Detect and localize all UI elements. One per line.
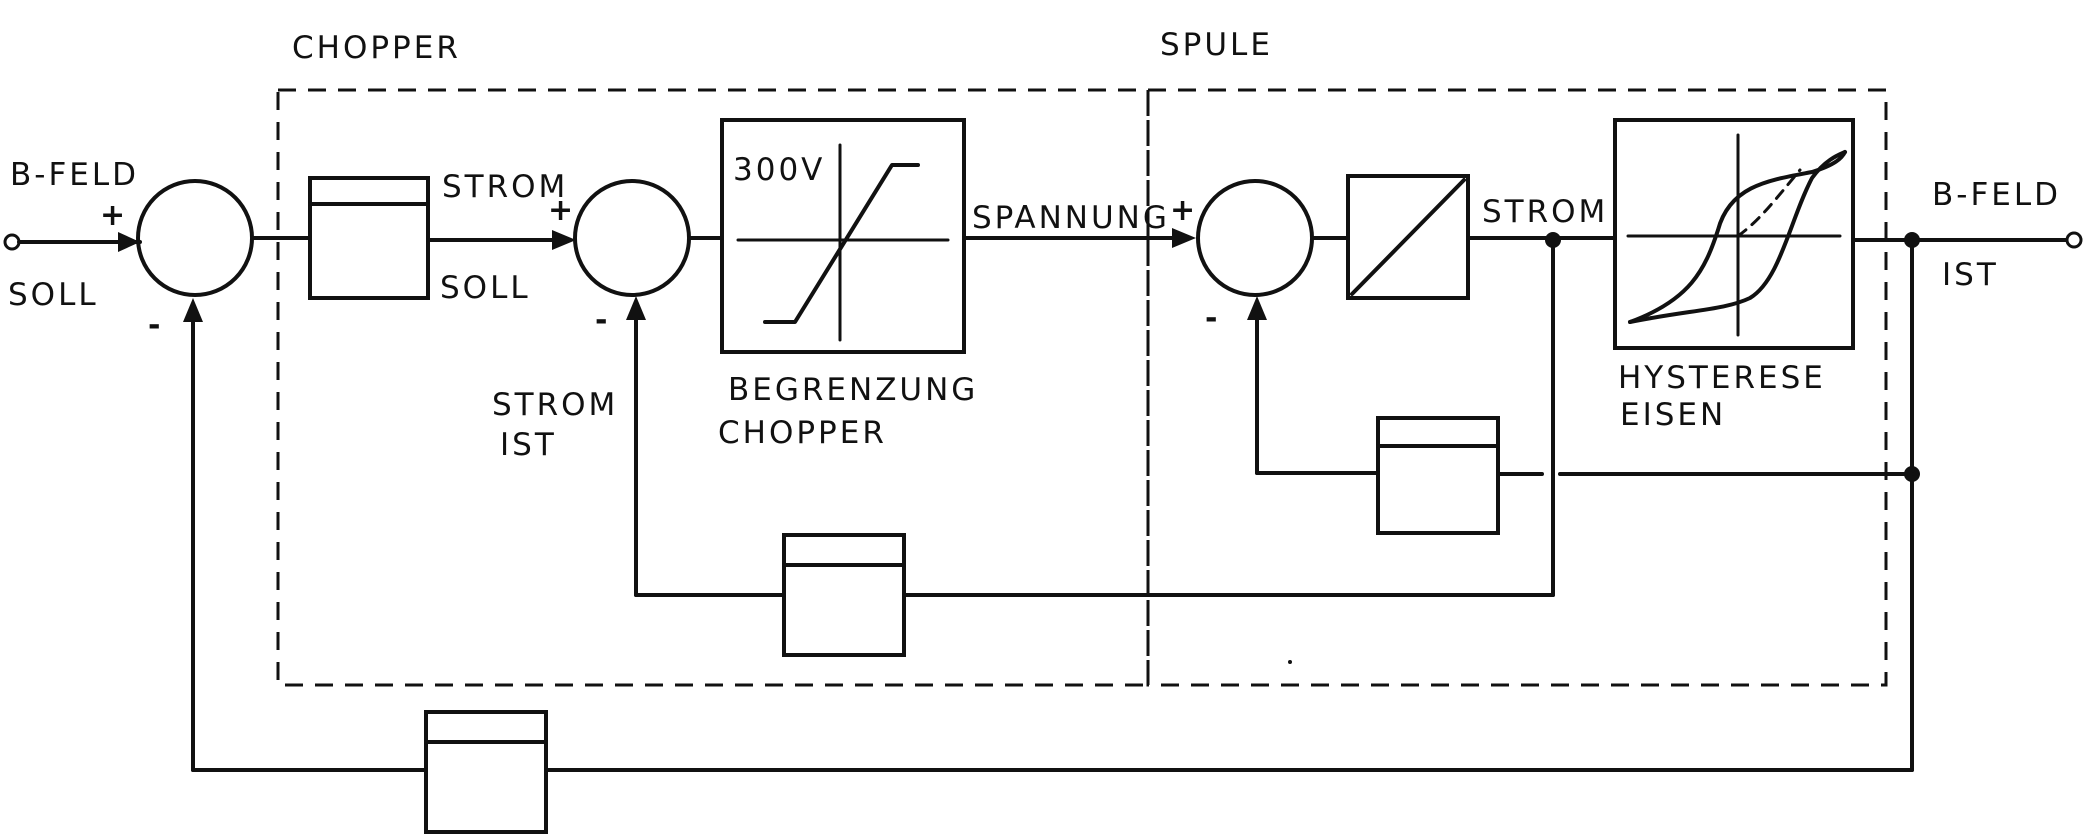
coil-feedback-arrow — [1247, 296, 1267, 320]
hysteresis-loop-lower — [1628, 150, 1847, 324]
spule-title: SPULE — [1160, 27, 1273, 63]
current-setpoint-label: STROM — [442, 169, 568, 205]
coil-feedback-block — [1376, 416, 1500, 535]
field-controller-block — [308, 176, 430, 300]
limiter-caption-1: BEGRENZUNG — [728, 372, 978, 408]
b-field-actual-sub: IST — [1942, 257, 1999, 293]
arrow-sum2 — [552, 230, 576, 250]
output-terminal — [2065, 231, 2083, 249]
chopper-title: CHOPPER — [292, 30, 461, 66]
current-feedback-arrow — [626, 296, 646, 320]
summing-junction-b-field — [136, 179, 254, 297]
b-field-actual-label: B-FELD — [1932, 177, 2061, 213]
field-sensor-block — [424, 710, 548, 834]
plus-sign-2: + — [548, 193, 573, 228]
hysteresis-loop-upper — [1628, 150, 1847, 324]
coil-block-diagonal — [1350, 178, 1466, 296]
voltage-limit-label: 300V — [733, 152, 825, 188]
hysteresis-caption-1: HYSTERESE — [1618, 360, 1826, 396]
minus-sign-1: - — [148, 308, 160, 343]
summing-junction-current — [573, 179, 691, 297]
current-sensor-block — [782, 533, 906, 657]
current-actual-label-1: STROM — [492, 387, 618, 423]
current-actual-label-2: IST — [500, 427, 557, 463]
current-setpoint-sub: SOLL — [440, 270, 531, 306]
summing-junction-coil — [1196, 179, 1314, 297]
b-field-setpoint-sub: SOLL — [8, 277, 99, 313]
plus-sign-1: + — [100, 198, 125, 233]
plus-sign-3: + — [1170, 193, 1195, 228]
minus-sign-2: - — [595, 303, 607, 338]
chopper-region — [276, 88, 1150, 687]
field-feedback-arrow — [183, 298, 203, 322]
b-field-setpoint-label: B-FELD — [10, 157, 139, 193]
input-terminal — [3, 233, 21, 251]
spule-region — [1146, 88, 1888, 687]
arrow-sum3 — [1172, 228, 1196, 248]
coil-current-label: STROM — [1482, 194, 1608, 230]
limiter-caption-2: CHOPPER — [718, 415, 887, 451]
hysteresis-virgin-curve — [1736, 168, 1802, 238]
minus-sign-3: - — [1205, 301, 1217, 336]
limiter-curve — [763, 163, 920, 324]
stray-dot — [1288, 660, 1292, 664]
input-arrow — [118, 232, 140, 252]
hysteresis-caption-2: EISEN — [1620, 397, 1726, 433]
voltage-label: SPANNUNG — [972, 200, 1170, 236]
